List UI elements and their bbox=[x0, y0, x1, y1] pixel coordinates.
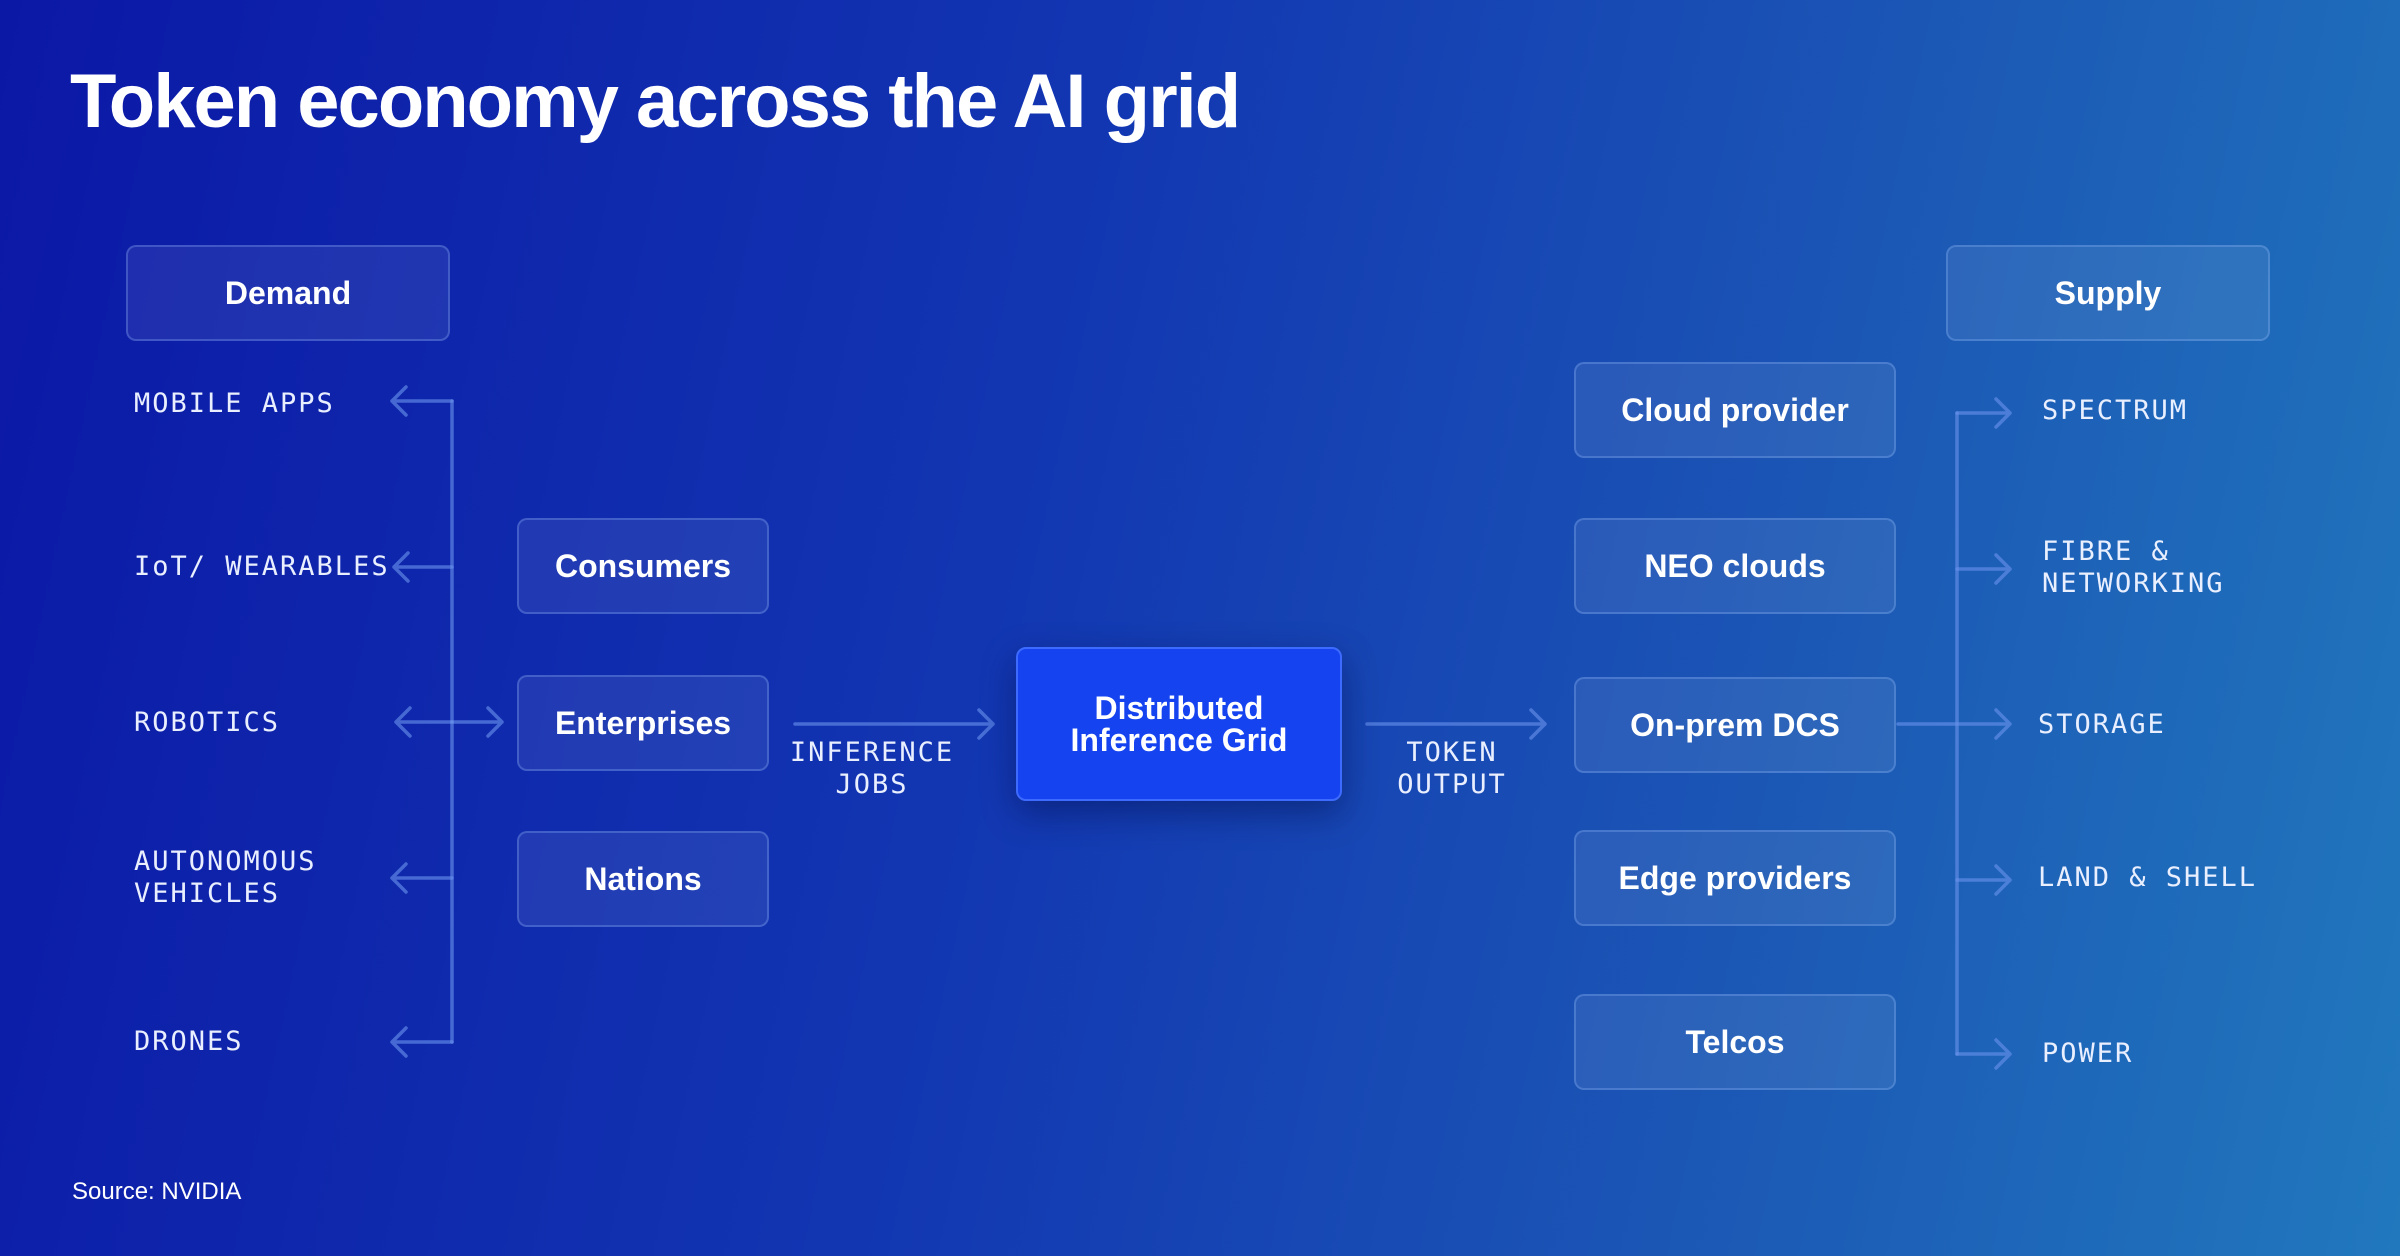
distributed-inference-grid-box: Distributed Inference Grid bbox=[1016, 647, 1342, 801]
arrow-to-spectrum bbox=[1955, 397, 2012, 429]
arrow-to-autonomous-vehicles bbox=[390, 862, 454, 894]
provider-neo-clouds: NEO clouds bbox=[1574, 518, 1896, 614]
arrow-to-iot-wearables bbox=[392, 551, 454, 583]
demand-item-mobile-apps: MOBILE APPS bbox=[134, 388, 335, 419]
source-note: Source: NVIDIA bbox=[72, 1178, 242, 1205]
demand-item-iot-wearables: IoT/ WEARABLES bbox=[134, 551, 390, 582]
token-output-label: TOKEN OUTPUT bbox=[1397, 737, 1507, 800]
arrow-to-drones bbox=[390, 1026, 454, 1058]
arrow-to-mobile-apps bbox=[390, 385, 454, 417]
arrow-from-on-prem bbox=[1896, 708, 2012, 740]
arrow-to-robotics bbox=[394, 706, 454, 738]
nations-box: Nations bbox=[517, 831, 769, 927]
demand-header: Demand bbox=[126, 245, 450, 341]
supply-item-storage: STORAGE bbox=[2038, 709, 2166, 740]
enterprises-box: Enterprises bbox=[517, 675, 769, 771]
provider-telcos: Telcos bbox=[1574, 994, 1896, 1090]
arrow-to-land-shell bbox=[1955, 864, 2012, 896]
arrow-to-enterprises bbox=[450, 706, 504, 738]
provider-edge-providers: Edge providers bbox=[1574, 830, 1896, 926]
supply-item-fibre-networking: FIBRE & NETWORKING bbox=[2042, 536, 2225, 599]
arrow-to-fibre-networking bbox=[1955, 553, 2012, 585]
distributed-inference-grid-label: Distributed Inference Grid bbox=[1070, 690, 1288, 758]
supply-item-spectrum: SPECTRUM bbox=[2042, 395, 2189, 426]
demand-item-drones: DRONES bbox=[134, 1026, 244, 1057]
consumers-box: Consumers bbox=[517, 518, 769, 614]
inference-jobs-label: INFERENCE JOBS bbox=[789, 737, 955, 800]
demand-item-autonomous-vehicles: AUTONOMOUS VEHICLES bbox=[134, 846, 317, 909]
arrow-to-power bbox=[1955, 1038, 2012, 1070]
provider-on-prem-dcs: On-prem DCS bbox=[1574, 677, 1896, 773]
provider-cloud-provider: Cloud provider bbox=[1574, 362, 1896, 458]
arrow-token-output bbox=[1365, 708, 1547, 740]
supply-header: Supply bbox=[1946, 245, 2270, 341]
demand-item-robotics: ROBOTICS bbox=[134, 707, 281, 738]
supply-item-power: POWER bbox=[2042, 1038, 2134, 1069]
page-title: Token economy across the AI grid bbox=[70, 59, 1241, 144]
arrow-inference-jobs bbox=[793, 708, 995, 740]
supply-item-land-shell: LAND & SHELL bbox=[2038, 862, 2258, 893]
